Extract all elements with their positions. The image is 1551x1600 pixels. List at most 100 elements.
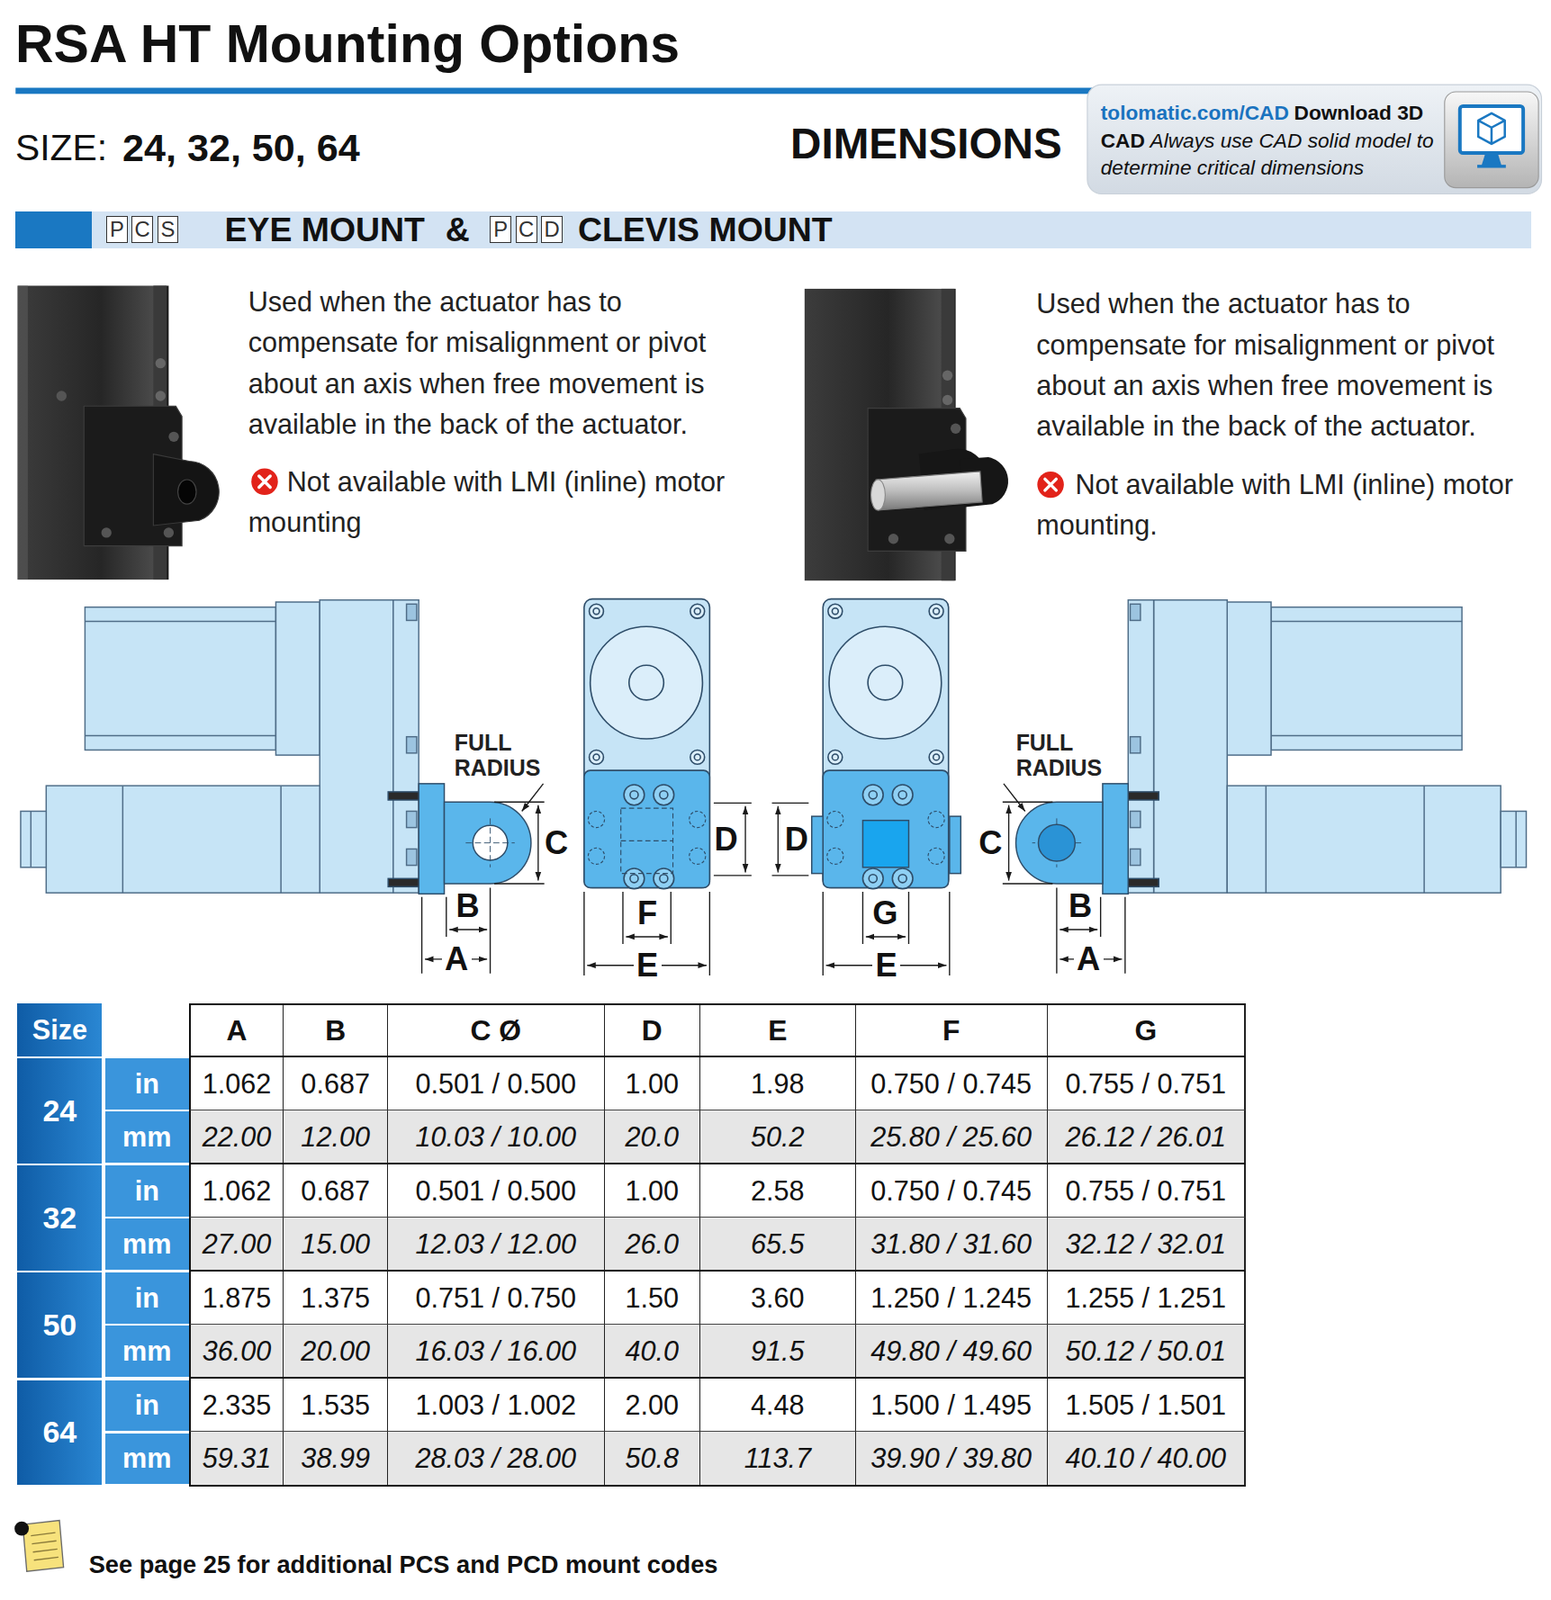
- unit-cell: in: [105, 1380, 190, 1433]
- actuator-side-view: [319, 600, 394, 893]
- dimension-lines: [449, 928, 487, 930]
- actuator-end-view: [659, 791, 668, 800]
- table-value: 20.0: [604, 1110, 702, 1165]
- not-available-icon: [1037, 471, 1064, 498]
- table-value: 1.535: [283, 1379, 388, 1433]
- dimension-lines: [772, 802, 810, 876]
- actuator-side-view: [122, 785, 281, 893]
- table-value: 28.03 / 28.00: [387, 1432, 605, 1487]
- mount-code-letter: C: [135, 218, 151, 241]
- dimension-letter: F: [637, 897, 658, 930]
- size-label: SIZE:: [15, 126, 108, 170]
- mount-code-box: P: [106, 216, 128, 243]
- actuator-side-view: [84, 622, 276, 737]
- table-value: 0.501 / 0.500: [387, 1164, 605, 1218]
- band-heading: CLEVIS MOUNT: [577, 211, 833, 249]
- mount-code-letter: P: [493, 218, 508, 241]
- cad-panel: [1444, 91, 1539, 189]
- actuator-end-view: [822, 599, 948, 890]
- not-available-icon: [1045, 478, 1056, 490]
- cad-panel: [1460, 106, 1524, 154]
- table-value: 26.12 / 26.01: [1047, 1110, 1246, 1165]
- title-rule: [15, 88, 1098, 95]
- table-value: 1.062: [189, 1057, 284, 1111]
- table-value: 0.751 / 0.750: [387, 1271, 605, 1326]
- table-value: 1.98: [700, 1057, 856, 1111]
- table-value: 36.00: [189, 1325, 284, 1380]
- table-value: 40.10 / 40.00: [1047, 1432, 1246, 1487]
- actuator-side-view: [406, 848, 417, 866]
- actuator-side-view: [406, 604, 417, 621]
- table-value: 50.8: [604, 1432, 702, 1487]
- table-value: 1.003 / 1.002: [387, 1379, 605, 1433]
- availability-note: Not available with LMI (inline) motor mo…: [1036, 464, 1532, 547]
- table-value: 22.00: [189, 1110, 284, 1165]
- band-heading: EYE MOUNT: [225, 211, 425, 249]
- cad-panel: [1478, 113, 1505, 145]
- actuator-side-view: [30, 811, 32, 867]
- clevis-mount-photo: [942, 370, 953, 381]
- clevis-mount-end-view: [949, 816, 961, 875]
- actuator-end-view: [653, 784, 675, 806]
- actuator-end-view: [587, 847, 605, 865]
- eye-mount-photo: [101, 527, 112, 538]
- dimension-letter: C: [978, 827, 1002, 860]
- cad-panel: [1087, 84, 1542, 194]
- actuator-side-view: [84, 607, 276, 751]
- dimension-lines: [713, 802, 752, 876]
- unit-cell: mm: [105, 1218, 190, 1271]
- table-value: 0.755 / 0.751: [1047, 1057, 1246, 1111]
- unit-cell: in: [105, 1272, 190, 1325]
- clevis-mount-photo: [888, 533, 899, 544]
- dimension-letter: A: [1073, 943, 1104, 976]
- clevis-mount-side-view: [1016, 784, 1160, 894]
- note-icon: [14, 1521, 64, 1573]
- unit-cell: in: [105, 1165, 190, 1218]
- table-value: 3.60: [700, 1271, 856, 1326]
- table-header-cell: D: [604, 1003, 702, 1058]
- eye-mount-photo: [178, 479, 197, 505]
- table-value: 38.99: [283, 1432, 388, 1487]
- actuator-end-view: [630, 874, 639, 884]
- table-value: 1.00: [604, 1164, 702, 1218]
- mount-code-box: C: [515, 216, 538, 243]
- table-value: 1.375: [283, 1271, 388, 1326]
- eye-mount-photo: [153, 454, 219, 526]
- mount-code-letter: P: [109, 218, 125, 241]
- eye-mount-photo: [155, 390, 166, 401]
- clevis-pin-end: [1037, 824, 1075, 862]
- dimension-lines: [1002, 784, 1126, 974]
- table-value: 2.00: [604, 1379, 702, 1433]
- table-value: 40.0: [604, 1325, 702, 1380]
- dimension-letter: E: [633, 949, 662, 983]
- table-value: 0.687: [283, 1164, 388, 1218]
- not-available-icon: [251, 468, 278, 495]
- table-value: 65.5: [700, 1217, 856, 1272]
- dimension-lines: [622, 892, 671, 945]
- mount-code-letter: C: [518, 218, 534, 241]
- eye-mount-photo: [163, 527, 174, 538]
- table-value: 49.80 / 49.60: [856, 1325, 1048, 1380]
- actuator-end-view: [593, 754, 600, 761]
- clevis-mount-photo: [875, 471, 983, 511]
- table-value: 26.0: [604, 1217, 702, 1272]
- table-value: 2.58: [700, 1164, 856, 1218]
- cad-panel: [1087, 84, 1542, 194]
- clevis-mount-photo: [871, 479, 886, 511]
- table-value: 50.12 / 50.01: [1047, 1325, 1246, 1380]
- note-icon: [30, 1532, 59, 1561]
- eye-mount-photo: [168, 432, 179, 442]
- callout-label: FULL RADIUS: [454, 730, 552, 782]
- actuator-side-view: [406, 737, 417, 754]
- cad-link: tolomatic.com/CAD: [1100, 100, 1290, 125]
- dimension-lines: [625, 936, 668, 938]
- actuator-side-view: [275, 602, 320, 756]
- eye-mount-photo: [56, 390, 67, 401]
- actuator-end-view: [689, 811, 706, 828]
- actuator-end-view: [653, 868, 675, 890]
- table-header-cell: E: [700, 1003, 856, 1058]
- unit-cell: mm: [105, 1433, 190, 1486]
- cad-panel: [1481, 153, 1503, 167]
- dimension-lines: [537, 805, 539, 882]
- clevis-mount-photo: [942, 395, 953, 406]
